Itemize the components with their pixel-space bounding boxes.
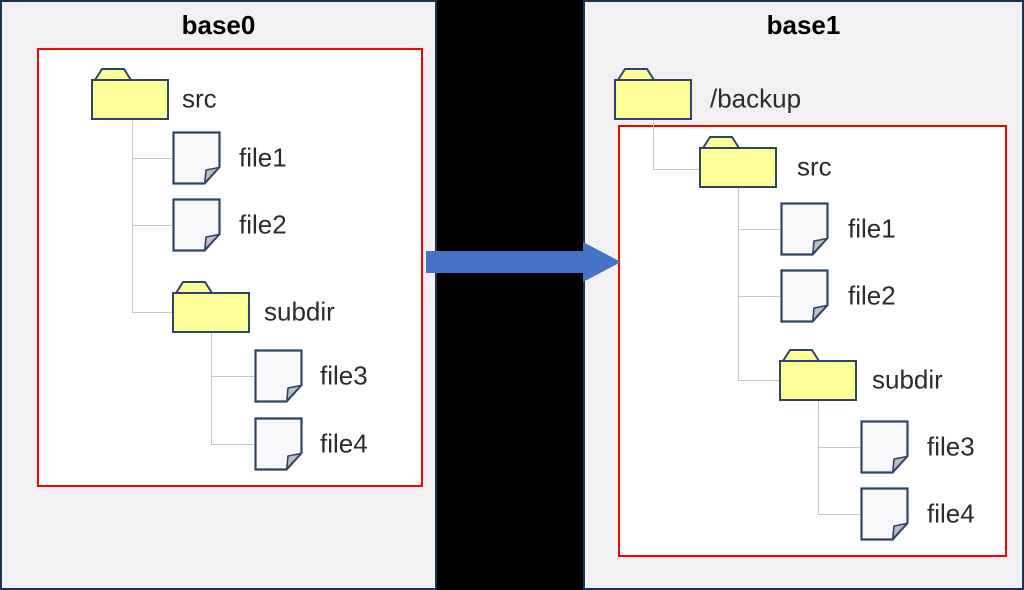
red-highlight-box [618, 125, 1007, 557]
node-label: file4 [320, 428, 368, 459]
node-label: subdir [264, 296, 335, 327]
node-label: file4 [927, 498, 975, 529]
panel-base1: base1 /backup src file1 file2 subdir [583, 0, 1024, 590]
node-label: file3 [927, 431, 975, 462]
panel-title: base1 [766, 10, 841, 40]
tree-connector [132, 158, 172, 159]
tree-connector [653, 119, 654, 170]
node-label: file1 [848, 213, 896, 244]
file-icon [860, 487, 909, 541]
file-icon [780, 269, 829, 323]
file-icon [860, 420, 909, 474]
tree-connector [132, 225, 172, 226]
tree-connector [653, 169, 699, 170]
tree-connector [738, 229, 780, 230]
node-label: src [182, 83, 217, 114]
file-icon [172, 131, 221, 185]
tree-connector [211, 332, 212, 444]
tree-connector [211, 376, 254, 377]
tree-connector [818, 514, 860, 515]
tree-connector [738, 296, 780, 297]
folder-icon [779, 349, 857, 401]
tree-connector [132, 119, 133, 313]
folder-icon [699, 136, 777, 188]
node-label: file2 [848, 280, 896, 311]
file-icon [172, 198, 221, 252]
node-label: subdir [872, 364, 943, 395]
file-icon [254, 349, 303, 403]
right-arrow-icon [426, 242, 621, 282]
red-highlight-box [37, 48, 423, 487]
node-label: /backup [710, 83, 802, 114]
node-label: file2 [239, 209, 287, 240]
file-icon [780, 202, 829, 256]
tree-connector [132, 312, 172, 313]
panel-base0: base0 src file1 file2 subdir file3 file4 [0, 0, 437, 590]
tree-connector [818, 400, 819, 514]
folder-icon [614, 68, 692, 120]
panel-title: base0 [181, 10, 256, 40]
folder-icon [172, 281, 250, 333]
tree-connector [738, 380, 779, 381]
tree-connector [211, 444, 254, 445]
tree-connector [818, 447, 860, 448]
file-icon [254, 417, 303, 471]
node-label: file1 [239, 142, 287, 173]
folder-icon [91, 68, 169, 120]
node-label: src [797, 151, 832, 182]
node-label: file3 [320, 360, 368, 391]
tree-connector [738, 187, 739, 380]
